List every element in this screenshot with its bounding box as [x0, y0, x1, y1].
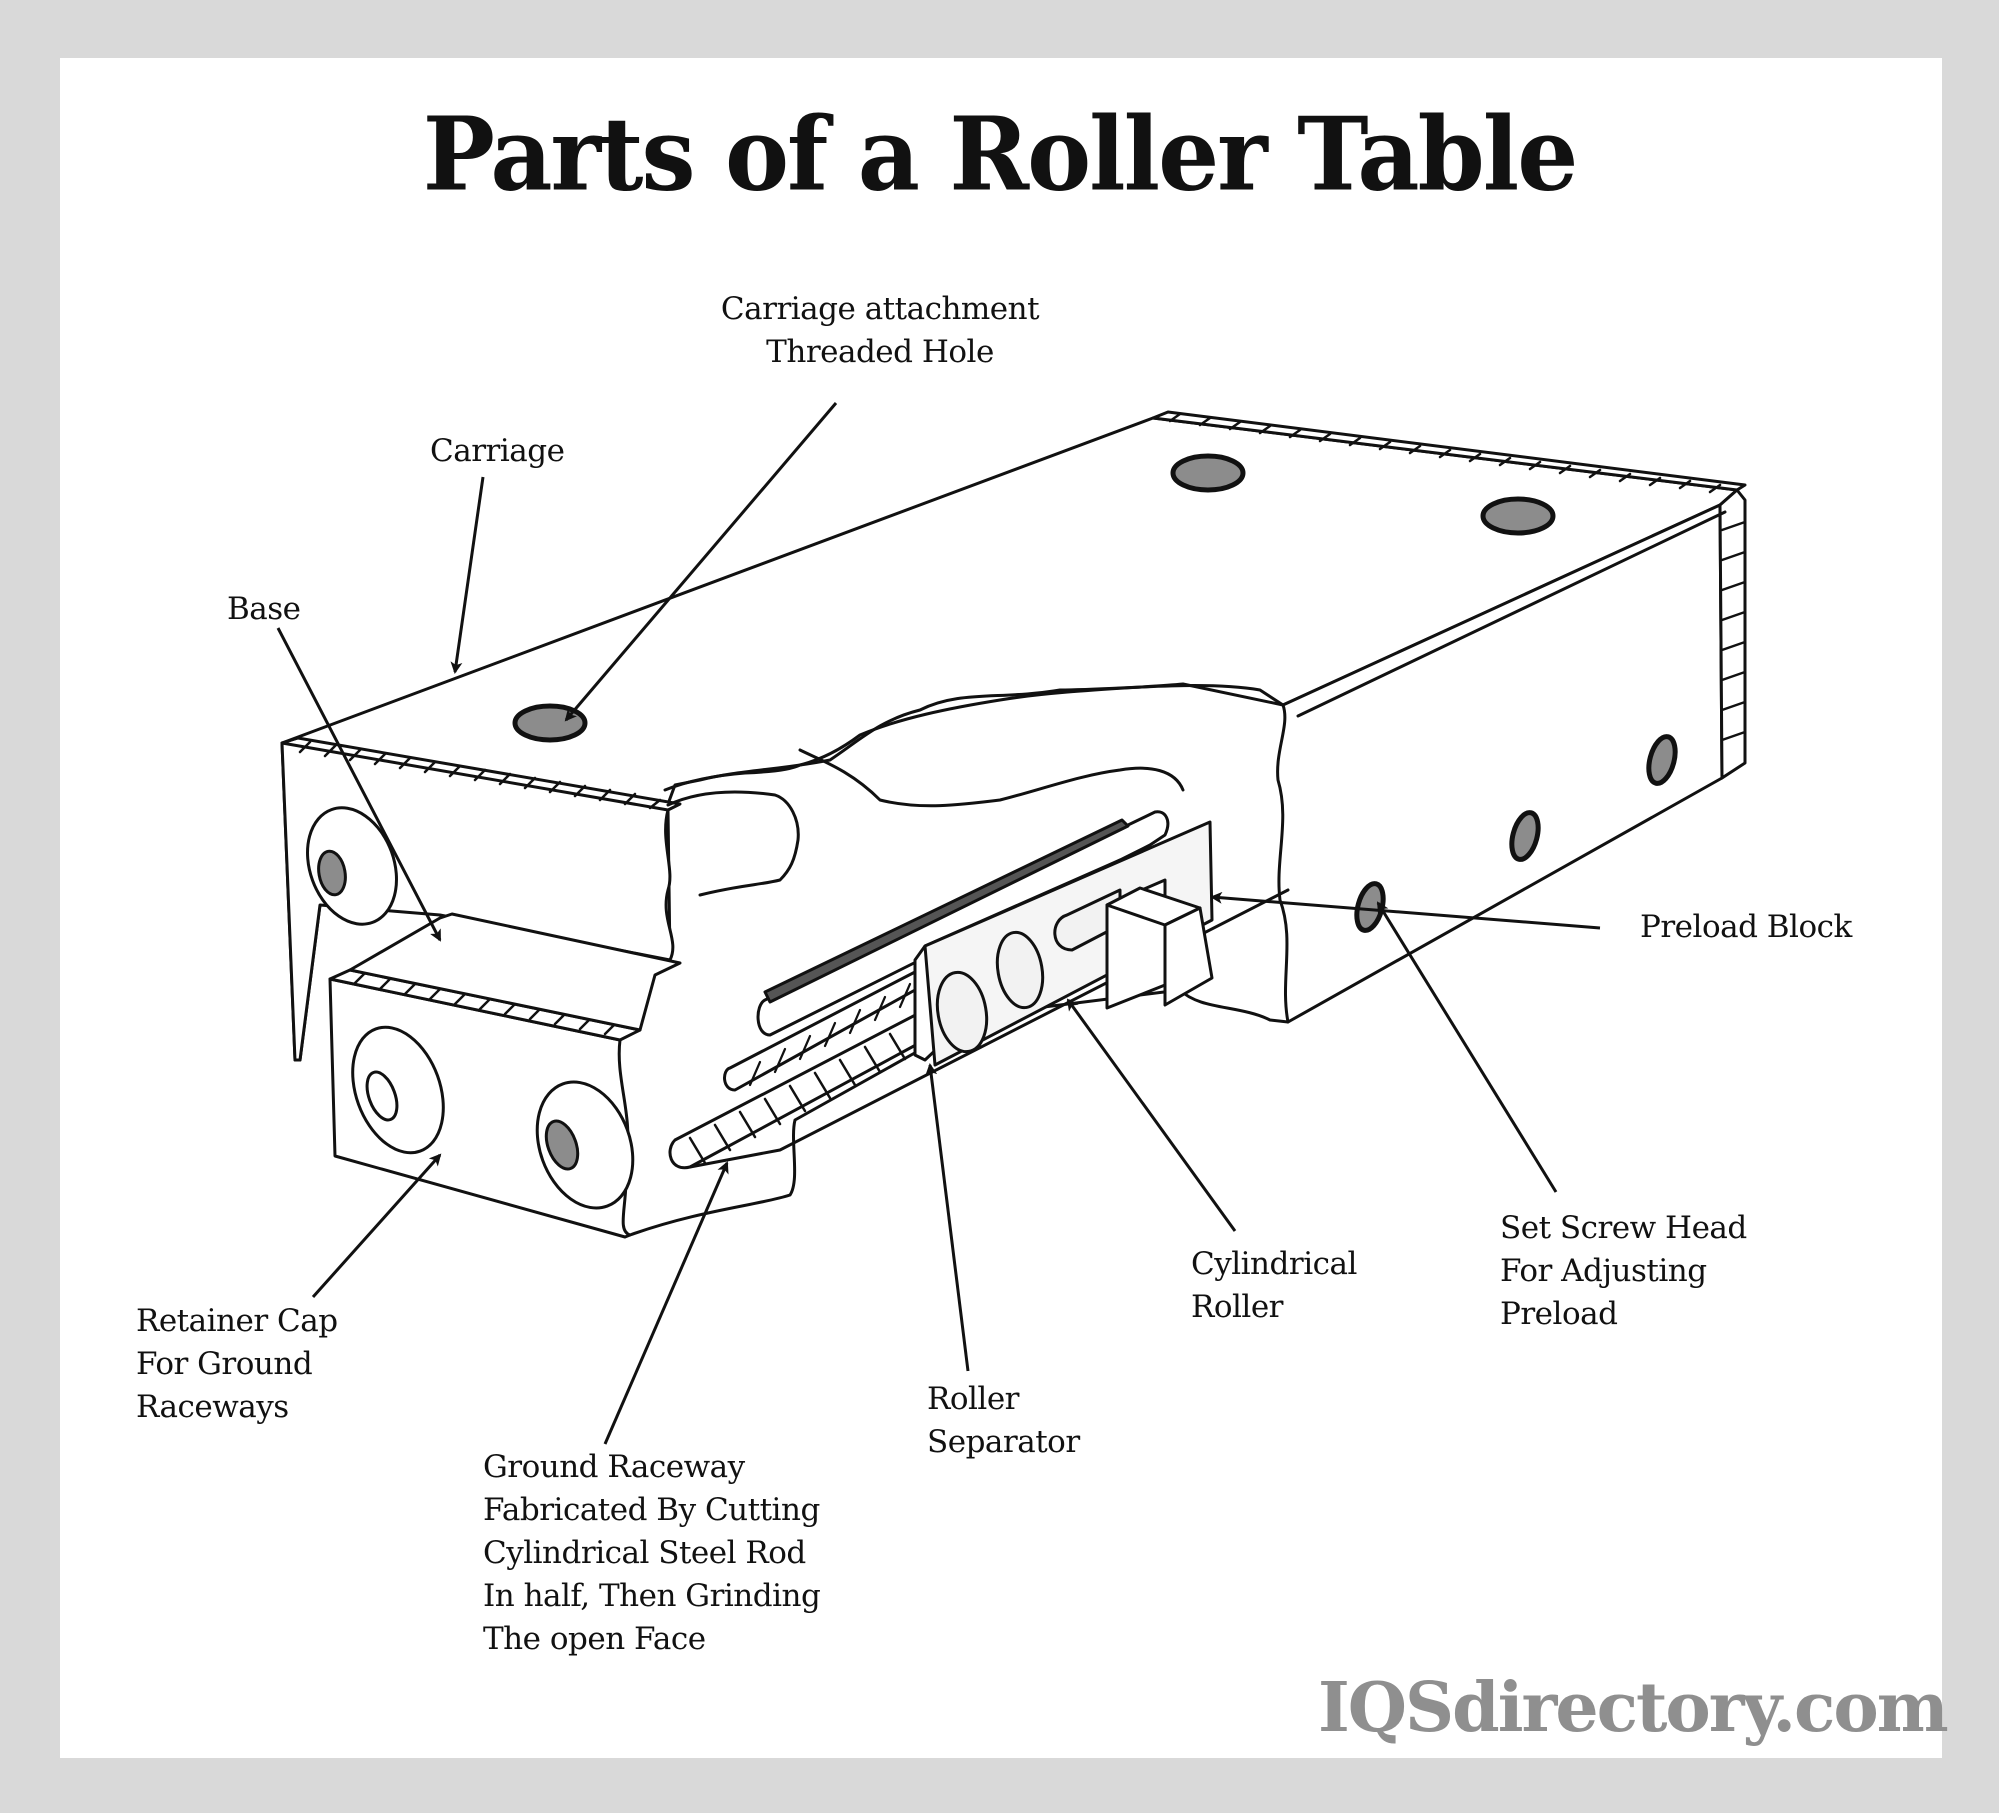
carriage-right-face	[1276, 503, 1724, 1024]
cutaway-mid-wall	[666, 790, 800, 897]
cutaway-back-wall	[798, 748, 1185, 808]
retainer-cap-boss-right	[535, 1080, 635, 1210]
cutaway-upper-wall	[663, 682, 1285, 792]
label-roller-separator: Roller Separator	[927, 1378, 1080, 1464]
carriage-hole-back-2	[1480, 496, 1556, 536]
hatch-right-end	[1720, 520, 1747, 742]
hatch-ground-raceway	[688, 1032, 907, 1165]
cylindrical-roller-2	[995, 930, 1045, 1010]
leader-base	[276, 627, 442, 942]
leader-carriage	[450, 476, 485, 674]
label-line: Raceways	[136, 1389, 289, 1425]
retainer-cap-boss-left	[351, 1025, 445, 1155]
leader-preload-block	[1210, 891, 1601, 930]
label-cylindrical-roller: Cylindrical Roller	[1191, 1243, 1357, 1329]
label-line: For Ground	[136, 1346, 313, 1382]
label-line: Roller	[927, 1381, 1019, 1417]
preload-block-side	[1163, 906, 1214, 1007]
label-line: Preload Block	[1640, 909, 1852, 945]
ground-raceway-rod	[668, 1008, 927, 1170]
base-top-surface	[348, 912, 682, 1032]
label-carriage-attachment: Carriage attachment Threaded Hole	[700, 288, 1060, 374]
hatch-back-edge	[1168, 412, 1722, 494]
left-end-hole	[317, 849, 347, 897]
label-base: Base	[227, 588, 301, 631]
label-line: Separator	[927, 1424, 1080, 1460]
leader-retainer-cap	[311, 1153, 442, 1298]
label-line: For Adjusting	[1500, 1253, 1707, 1289]
label-line: Fabricated By Cutting	[483, 1492, 820, 1528]
hatch-carriage-left-top	[280, 736, 662, 810]
label-line: Threaded Hole	[766, 334, 994, 370]
side-hole-2	[1509, 810, 1541, 862]
leader-set-screw	[1376, 901, 1558, 1193]
leader-carriage-attachment	[564, 402, 838, 722]
cylindrical-roller-1	[935, 970, 989, 1054]
label-line: Ground Raceway	[483, 1449, 745, 1485]
label-ground-raceway: Ground Raceway Fabricated By Cutting Cyl…	[483, 1446, 821, 1661]
retainer-cap-hole-left	[365, 1070, 399, 1122]
label-line: Carriage	[430, 433, 565, 469]
label-line: Roller	[1191, 1289, 1283, 1325]
label-line: Carriage attachment	[720, 291, 1040, 327]
carriage-hole-back-1	[1170, 453, 1246, 493]
upper-raceway-rod	[756, 810, 1170, 1037]
label-preload-block: Preload Block	[1640, 906, 1852, 949]
carriage-right-end-strip	[1718, 488, 1747, 780]
label-carriage: Carriage	[430, 430, 565, 473]
hatch-retainer-cap	[353, 971, 617, 1036]
label-line: Preload	[1500, 1296, 1618, 1332]
leader-ground-raceway	[603, 1161, 729, 1445]
label-line: Set Screw Head	[1500, 1210, 1747, 1246]
retainer-cap-hole-right	[544, 1119, 580, 1171]
leader-cylindrical-roller	[1066, 998, 1237, 1232]
cylindrical-roller-3	[1053, 888, 1122, 952]
side-hole-3	[1646, 734, 1678, 786]
label-line: Cylindrical	[1191, 1246, 1357, 1282]
label-set-screw-head: Set Screw Head For Adjusting Preload	[1500, 1207, 1747, 1336]
label-retainer-cap: Retainer Cap For Ground Raceways	[136, 1300, 338, 1429]
raceway-dark-strip	[763, 818, 1130, 1004]
hatch-inner-rod	[748, 982, 912, 1087]
label-line: Base	[227, 591, 301, 627]
label-line: The open Face	[483, 1621, 706, 1657]
watermark-logo: IQSdirectory.com	[1318, 1668, 1949, 1748]
carriage-front-edge-inner	[1296, 510, 1727, 718]
label-line: Retainer Cap	[136, 1303, 338, 1339]
page-title: Parts of a Roller Table	[422, 95, 1579, 214]
inner-rod-hatched	[723, 970, 917, 1092]
leader-roller-separator	[925, 1063, 970, 1372]
label-line: Cylindrical Steel Rod	[483, 1535, 806, 1571]
label-line: In half, Then Grinding	[483, 1578, 821, 1614]
